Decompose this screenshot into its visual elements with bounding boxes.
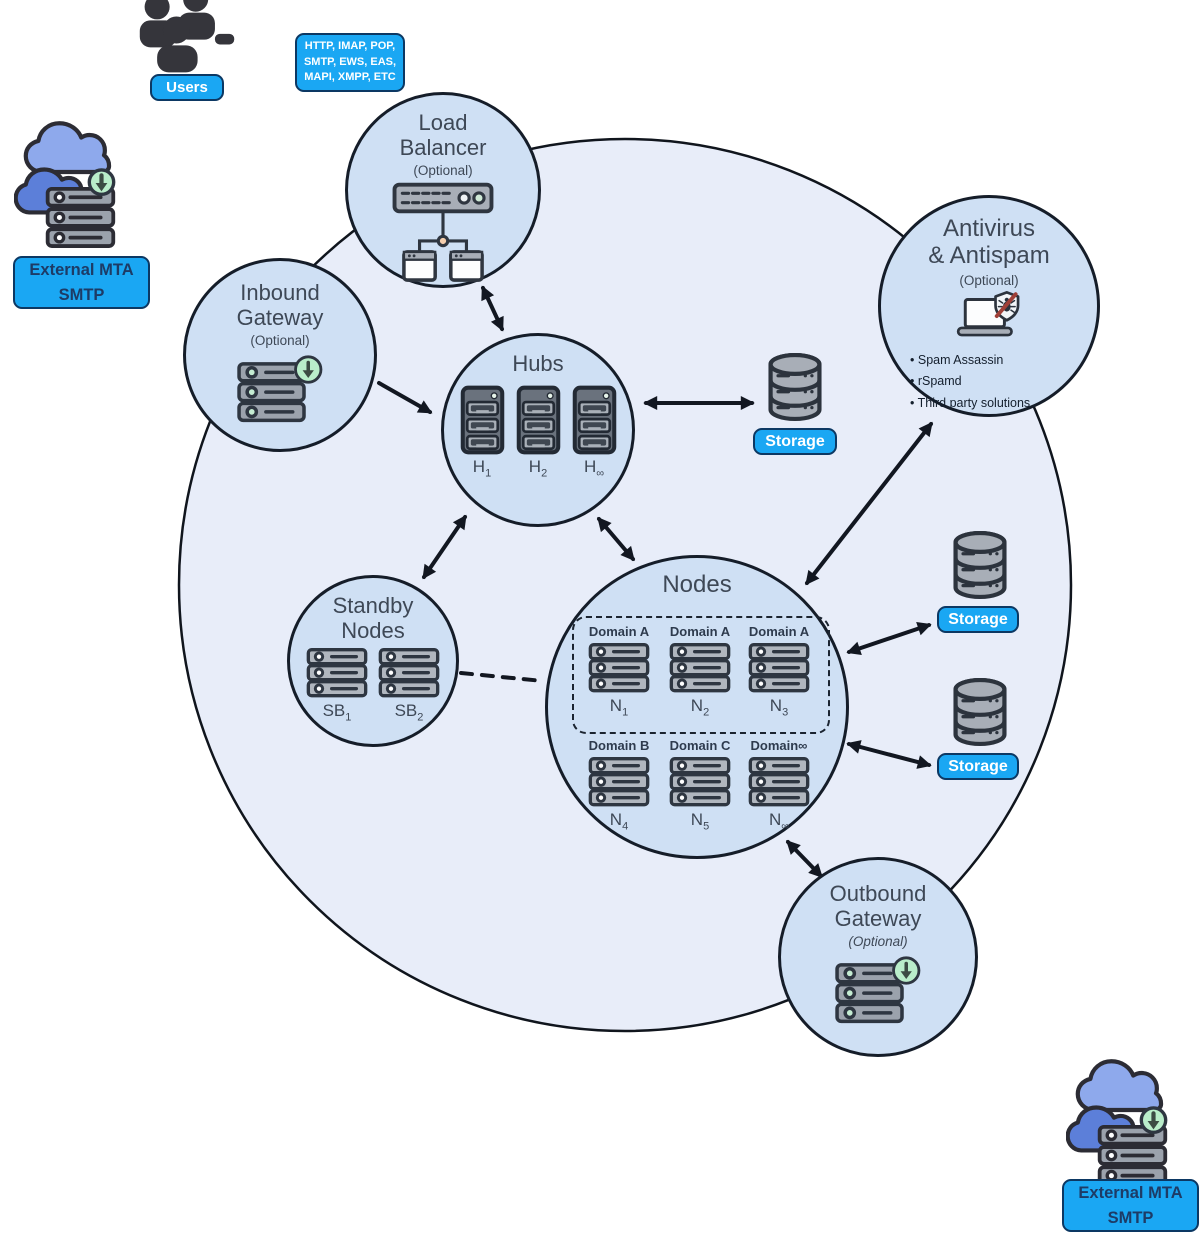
standby-label: SB1: [322, 701, 352, 724]
tool-item: rSpamd: [910, 371, 1068, 393]
server-tower-icon: [460, 385, 504, 454]
external-mta-subtitle: SMTP: [1107, 1208, 1154, 1227]
users-label: Users: [150, 74, 224, 101]
server-rack-icon: [748, 643, 810, 693]
antivirus-title: Antivirus & Antispam: [928, 215, 1050, 269]
hubs-circle: Hubs H1 H2: [441, 333, 635, 527]
outbound-gateway-title: Outbound Gateway: [829, 881, 927, 931]
hub-server-1: H1: [460, 385, 505, 479]
external-mta-bottom-label: External MTA SMTP: [1062, 1179, 1199, 1232]
outbound-gateway-server-icon: [835, 956, 921, 1024]
external-mta-title: External MTA: [1078, 1183, 1183, 1202]
node-label: N∞: [768, 810, 790, 833]
server-rack-icon: [588, 643, 650, 693]
storage-cylinder-icon: [768, 352, 822, 422]
outbound-gateway-circle: Outbound Gateway (Optional): [778, 857, 978, 1057]
server-rack-icon: [306, 648, 368, 698]
arrow-nodes-antivirus: [805, 421, 933, 586]
standby-label: SB2: [394, 701, 424, 724]
inbound-gateway-server-icon: [237, 355, 323, 423]
standby-server-2: SB2: [377, 647, 441, 724]
tool-item: Spam Assassin: [910, 350, 1068, 372]
no-entry-slash: [994, 291, 1018, 318]
storage-cylinder-icon: [953, 530, 1007, 600]
standby-servers-row: SB1 SB2: [305, 647, 441, 724]
arrow-nodes-storage-middle: [846, 621, 932, 656]
protocols-line3: MAPI, XMPP, ETC: [304, 71, 396, 84]
protocols-line1: HTTP, IMAP, POP,: [304, 39, 396, 52]
node-n4: Domain B N4: [588, 738, 650, 833]
protocols-badge: HTTP, IMAP, POP, SMTP, EWS, EAS, MAPI, X…: [295, 33, 405, 92]
arrow-inbound-hubs: [377, 381, 433, 414]
inbound-gateway-optional: (Optional): [250, 333, 310, 349]
storage-middle-label: Storage: [937, 606, 1019, 633]
node-label: N5: [690, 810, 710, 833]
connection-arrows: [377, 285, 933, 879]
storage-top-label: Storage: [753, 428, 837, 455]
arrow-loadbalancer-hubs: [481, 285, 504, 332]
dashed-link-standby-nodes: [459, 671, 545, 683]
node-n2: Domain A N2: [669, 624, 731, 719]
arrow-nodes-storage-bottom: [846, 740, 932, 769]
storage-bottom-label: Storage: [937, 753, 1019, 780]
tool-item: Third party solutions: [910, 393, 1068, 415]
users-group-icon: [139, 0, 235, 73]
node-n3: Domain A N3: [748, 624, 810, 719]
antivirus-laptop-shield-icon: [956, 290, 1020, 337]
server-tower-icon: [572, 385, 616, 454]
standby-nodes-circle: Standby Nodes SB1: [287, 575, 459, 747]
hub-label: H1: [472, 456, 492, 480]
external-mta-subtitle: SMTP: [58, 285, 105, 304]
download-badge-icon: [87, 168, 116, 197]
arrow-hubs-nodes: [597, 516, 635, 562]
hub-server-3: H∞: [572, 385, 617, 479]
external-mta-title: External MTA: [29, 260, 134, 279]
antivirus-antispam-circle: Antivirus & Antispam (Optional) Spam Ass…: [878, 195, 1100, 417]
server-rack-icon: [669, 757, 731, 807]
hub-towers-row: H1 H2 H∞: [460, 385, 617, 479]
protocols-line2: SMTP, EWS, EAS,: [303, 55, 397, 68]
nodes-circle: Nodes Domain A N1 Domain A N2 Domain A: [545, 555, 849, 859]
node-label: N3: [769, 696, 789, 719]
server-rack-icon: [748, 757, 810, 807]
node-label: N2: [690, 696, 710, 719]
load-balancer-circle: Load Balancer (Optional): [345, 92, 541, 288]
node-n5: Domain C N5: [669, 738, 731, 833]
load-balancer-optional: (Optional): [413, 163, 473, 179]
inbound-gateway-title: Inbound Gateway: [236, 280, 324, 330]
standby-title: Standby Nodes: [332, 593, 414, 643]
server-rack-icon: [378, 648, 440, 698]
server-rack-icon: [669, 643, 731, 693]
storage-cylinder-icon: [953, 677, 1007, 747]
hubs-title: Hubs: [512, 351, 564, 376]
node-label: N1: [609, 696, 629, 719]
inbound-gateway-circle: Inbound Gateway (Optional): [183, 258, 377, 452]
server-tower-icon: [516, 385, 560, 454]
users-label-text: Users: [166, 79, 208, 96]
download-badge-icon: [1139, 1106, 1168, 1135]
outbound-gateway-optional: (Optional): [848, 934, 908, 950]
hub-label: H∞: [583, 456, 605, 480]
external-mta-cloud-server-icon: [14, 121, 116, 248]
load-balancer-title: Load Balancer: [399, 110, 487, 160]
node-n1: Domain A N1: [588, 624, 650, 719]
external-mta-cloud-server-icon: [1066, 1059, 1168, 1186]
antivirus-tools-list: Spam Assassin rSpamd Third party solutio…: [910, 350, 1068, 415]
domain-a-group-box: [572, 616, 830, 734]
nodes-title: Nodes: [662, 571, 732, 598]
download-badge-icon: [294, 355, 323, 384]
download-badge-icon: [892, 956, 921, 985]
load-balancer-icon: [392, 182, 494, 283]
node-label: N4: [609, 810, 629, 833]
node-n-infinity: Domain∞ N∞: [740, 738, 818, 832]
hub-server-2: H2: [516, 385, 561, 479]
arrow-nodes-outbound: [786, 839, 823, 879]
antivirus-optional: (Optional): [959, 272, 1019, 288]
external-mta-top-label: External MTA SMTP: [13, 256, 150, 309]
server-rack-icon: [588, 757, 650, 807]
standby-server-1: SB1: [305, 647, 369, 724]
arrow-hubs-standby: [422, 514, 467, 580]
hub-label: H2: [528, 456, 548, 480]
